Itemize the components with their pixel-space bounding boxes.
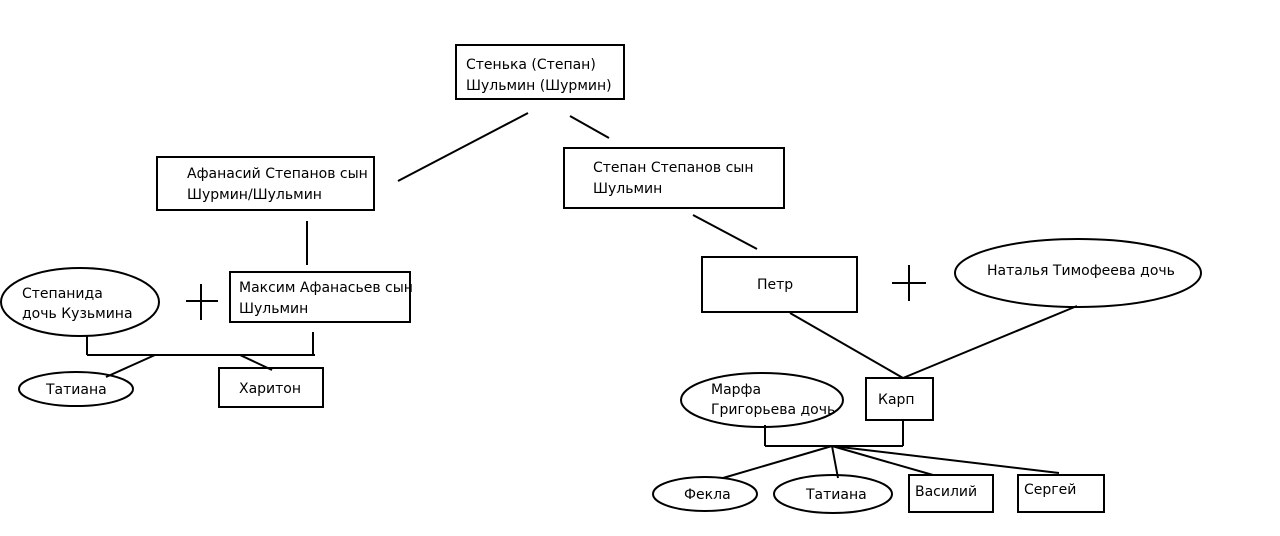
person-box-stenka: Стенька (Степан) Шульмин (Шурмин) [455,44,625,100]
connector-stepan-petr [692,214,758,250]
svg-text:Наталья Тимофеева дочь: Наталья Тимофеева дочь [987,263,1175,279]
connector-to-tatiana-right [831,445,839,479]
connector-to-sergey [831,445,1060,474]
svg-text:Харитон: Харитон [239,381,301,397]
person-box-afanasiy: Афанасий Степанов сын Шурмин/Шульмин [156,156,375,211]
person-name-line: Сергей [1024,482,1076,498]
person-name-line: Григорьева дочь [711,402,835,418]
union-plus-right [892,265,926,301]
person-name-line: Карп [878,392,915,408]
person-name-line: дочь Кузьмина [22,306,133,322]
svg-text:Татиана: Татиана [45,382,107,398]
connector-to-tatiana-left [105,354,156,378]
svg-text:Шурмин/Шульмин: Шурмин/Шульмин [187,187,322,203]
person-name-line: Шульмин [593,181,662,197]
person-box-karp: Карп [865,377,934,421]
svg-text:Карп: Карп [878,392,915,408]
person-box-vasiliy: Василий [908,474,994,513]
person-name-line: Марфа [711,382,761,398]
svg-text:Марфа: Марфа [711,382,761,398]
person-box-maksim: Максим Афанасьев сын Шульмин [229,271,413,323]
connector-stenka-afanasiy [397,112,529,182]
svg-text:дочь Кузьмина: дочь Кузьмина [22,306,133,322]
person-oval-fekla: Фекла [652,476,758,512]
person-name-line: Петр [757,277,793,293]
person-box-sergey: Сергей [1017,474,1105,513]
connector-to-vasiliy [831,445,934,476]
person-box-khariton: Харитон [218,367,324,408]
connector-petr-karp [789,312,904,379]
svg-text:Сергей: Сергей [1024,482,1076,498]
person-box-stepan: Степан Степанов сын Шульмин [563,147,785,209]
connector-natalya-karp [902,305,1078,379]
person-oval-natalya: Наталья Тимофеева дочь [954,238,1202,308]
person-box-petr: Петр [701,256,858,313]
svg-text:Шульмин: Шульмин [239,301,308,317]
svg-text:Татиана: Татиана [805,487,867,503]
svg-text:Степан Степанов сын: Степан Степанов сын [593,160,753,176]
person-name-line: Шурмин/Шульмин [187,187,322,203]
person-name-line: Степанида [22,286,103,302]
svg-text:Григорьева дочь: Григорьева дочь [711,402,835,418]
svg-text:Петр: Петр [757,277,793,293]
person-name-line: Шульмин (Шурмин) [466,78,612,94]
svg-text:Максим Афанасьев сын: Максим Афанасьев сын [239,280,413,296]
svg-text:Фекла: Фекла [684,487,731,503]
svg-text:Василий: Василий [915,484,977,500]
person-oval-tatiana-right: Татиана [773,474,893,514]
person-oval-marfa: Марфа Григорьева дочь [680,372,844,428]
person-name-line: Татиана [45,382,107,398]
person-name-line: Шульмин [239,301,308,317]
svg-text:Шульмин (Шурмин): Шульмин (Шурмин) [466,78,612,94]
person-oval-stepanida: Степанида дочь Кузьмина [0,267,160,337]
person-name-line: Наталья Тимофеева дочь [987,263,1175,279]
connector-stenka-stepan [569,115,610,139]
person-name-line: Фекла [684,487,731,503]
person-name-line: Афанасий Степанов сын [187,166,368,182]
person-name-line: Василий [915,484,977,500]
svg-text:Шульмин: Шульмин [593,181,662,197]
person-name-line: Татиана [805,487,867,503]
connector-lines [86,112,1078,479]
svg-text:Степанида: Степанида [22,286,103,302]
person-name-line: Стенька (Степан) [466,57,596,73]
connector-to-fekla [722,445,833,479]
person-name-line: Харитон [239,381,301,397]
person-name-line: Степан Степанов сын [593,160,753,176]
svg-text:Афанасий Степанов сын: Афанасий Степанов сын [187,166,368,182]
person-oval-tatiana-left: Татиана [18,371,134,407]
svg-text:Стенька (Степан): Стенька (Степан) [466,57,596,73]
person-name-line: Максим Афанасьев сын [239,280,413,296]
union-plus-left [186,284,218,320]
